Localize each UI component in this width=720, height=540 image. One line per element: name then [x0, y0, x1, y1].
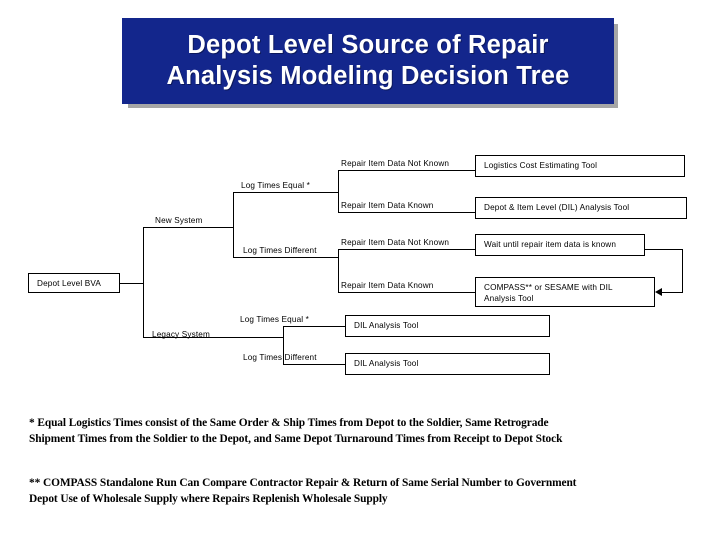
condition-label-equal-data-known: Repair Item Data Known [341, 201, 434, 210]
connector-different-known-arm [338, 292, 475, 293]
connector-root-trunk [143, 227, 144, 337]
condition-label-different-data-known: Repair Item Data Known [341, 281, 434, 290]
connector-wait-to-compass [662, 292, 683, 293]
connector-new-different-arm [233, 257, 338, 258]
title-banner: Depot Level Source of Repair Analysis Mo… [122, 18, 614, 104]
connector-new-system-split [233, 192, 234, 257]
branch-label-legacy-log-times-equal: Log Times Equal * [240, 315, 309, 324]
node-depot-level-bva[interactable]: Depot Level BVA [28, 273, 120, 293]
connector-new-equal-arm [233, 192, 338, 193]
connector-wait-out [645, 249, 683, 250]
outcome-wait-until-repair-item-data-known[interactable]: Wait until repair item data is known [475, 234, 645, 256]
branch-label-legacy-system: Legacy System [152, 330, 210, 339]
footnote-compass-standalone: ** COMPASS Standalone Run Can Compare Co… [29, 477, 577, 505]
outcome-logistics-cost-estimating-tool[interactable]: Logistics Cost Estimating Tool [475, 155, 685, 177]
connector-equal-data-split [338, 170, 339, 212]
connector-equal-notknown-arm [338, 170, 475, 171]
arrowhead-icon [655, 288, 662, 296]
outcome-legacy-equal-dil-analysis-tool[interactable]: DIL Analysis Tool [345, 315, 550, 337]
connector-equal-known-arm [338, 212, 475, 213]
connector-legacy-different-arm [283, 364, 345, 365]
connector-different-notknown-arm [338, 249, 475, 250]
branch-label-new-system: New System [155, 216, 203, 225]
connector-wait-down [682, 249, 683, 292]
connector-different-data-split [338, 249, 339, 292]
branch-label-new-log-times-different: Log Times Different [243, 246, 317, 255]
outcome-depot-item-level-dil-analysis-tool[interactable]: Depot & Item Level (DIL) Analysis Tool [475, 197, 687, 219]
connector-new-system-arm [143, 227, 233, 228]
connector-legacy-split [283, 326, 284, 364]
page-title: Depot Level Source of Repair Analysis Mo… [166, 31, 570, 90]
outcome-legacy-different-dil-analysis-tool[interactable]: DIL Analysis Tool [345, 353, 550, 375]
connector-root-stub [120, 283, 143, 284]
footnote-equal-logistics-times: * Equal Logistics Times consist of the S… [29, 417, 563, 445]
outcome-compass-or-sesame-with-dil-analysis-tool[interactable]: COMPASS** or SESAME with DIL Analysis To… [475, 277, 655, 307]
branch-label-new-log-times-equal: Log Times Equal * [241, 181, 310, 190]
connector-legacy-equal-arm [283, 326, 345, 327]
condition-label-equal-data-not-known: Repair Item Data Not Known [341, 159, 450, 168]
condition-label-different-data-not-known: Repair Item Data Not Known [341, 238, 450, 247]
branch-label-legacy-log-times-different: Log Times Different [243, 353, 317, 362]
connector-legacy-system-arm [143, 337, 283, 338]
